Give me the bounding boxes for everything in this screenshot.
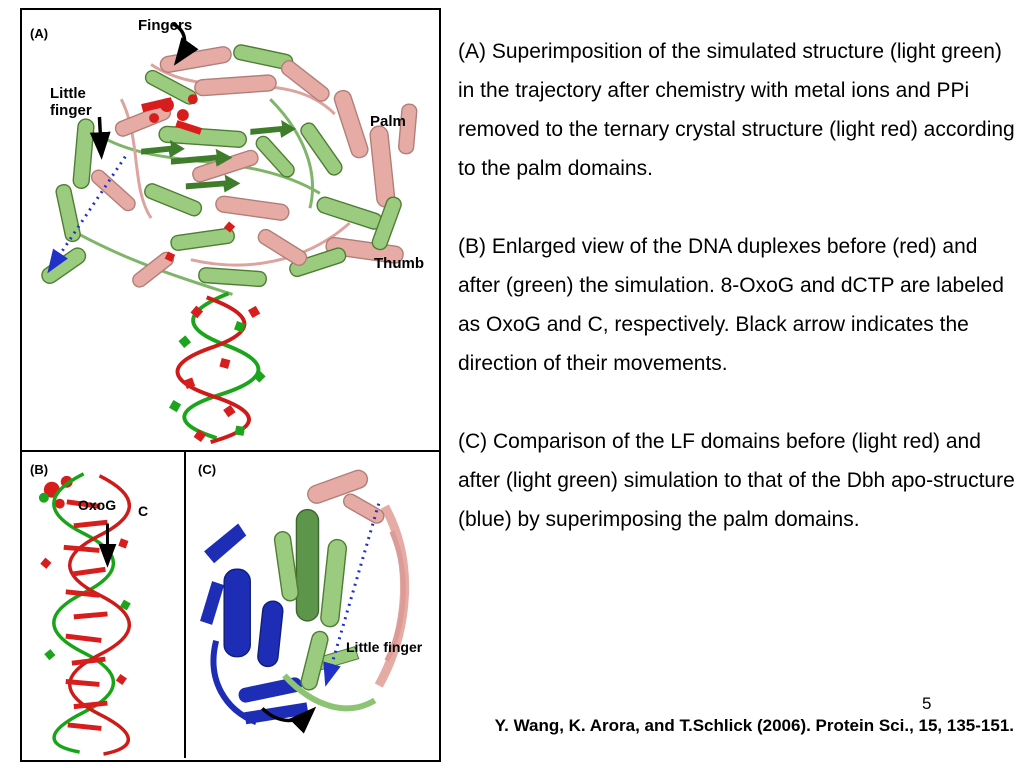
- annotation-little-finger-c: Little finger: [346, 639, 423, 655]
- page-number: 5: [922, 694, 932, 713]
- panel-a-label: (A): [30, 26, 49, 41]
- figure-panel-c: (C) Little finger: [186, 452, 439, 758]
- caption-paragraph-c: (C) Comparison of the LF domains before …: [458, 430, 1015, 531]
- caption-paragraph-b: (B) Enlarged view of the DNA duplexes be…: [458, 235, 1004, 375]
- figure-panel-group: (A) Fingers Little finger Palm Thumb: [20, 8, 441, 762]
- figure-panel-a: (A) Fingers Little finger Palm Thumb: [22, 10, 439, 452]
- panel-c-illustration: [200, 469, 410, 734]
- annotation-oxog: OxoG: [78, 497, 117, 513]
- black-curved-arrow: [261, 706, 317, 734]
- figure-panel-b: (B) OxoG C: [22, 452, 186, 758]
- panel-b-label: (B): [30, 462, 49, 477]
- annotation-little-finger: Little finger: [50, 85, 92, 119]
- figure-bottom-row: (B) OxoG C: [22, 452, 439, 758]
- citation: Y. Wang, K. Arora, and T.Schlick (2006).…: [494, 716, 1014, 735]
- panel-a-illustration: [41, 22, 418, 444]
- annotation-palm: Palm: [370, 113, 406, 130]
- panel-b-illustration: [38, 472, 131, 756]
- annotation-c: C: [138, 503, 149, 519]
- fingers-arrow: [172, 22, 199, 66]
- caption-paragraph-a: (A) Superimposition of the simulated str…: [458, 40, 1015, 180]
- blue-dotted-arrow: [47, 155, 127, 274]
- annotation-thumb: Thumb: [374, 255, 424, 272]
- annotation-fingers: Fingers: [138, 17, 193, 34]
- caption-column: (A) Superimposition of the simulated str…: [458, 32, 1016, 578]
- little-finger-arrow: [89, 116, 111, 160]
- panel-c-label: (C): [198, 462, 217, 477]
